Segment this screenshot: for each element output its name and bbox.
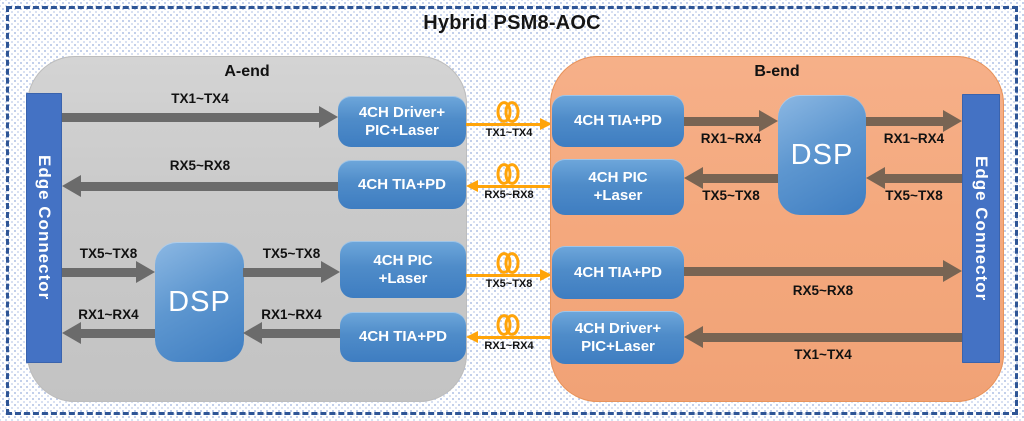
b-dsp-label: DSP <box>790 138 854 171</box>
a-tx5-tx8-in-arrow <box>62 261 155 283</box>
a-tia-bottom-label: 4CH TIA+PD <box>359 328 447 345</box>
a-end-label: A-end <box>224 63 270 80</box>
b-rx5-rx8-label: RX5~RX8 <box>792 283 854 298</box>
fiber-rx1-rx4-label: RX1~RX4 <box>484 340 534 352</box>
a-driver-pic-laser-block: 4CH Driver+ PIC+Laser <box>338 96 466 147</box>
b-dsp-block: DSP <box>778 95 866 215</box>
fiber-coil-icon <box>496 252 520 274</box>
b-tia-pd-top-block: 4CH TIA+PD <box>552 95 684 147</box>
a-tx5-tx8-out-label: TX5~TX8 <box>262 246 321 261</box>
b-pic-laser-block: 4CH PIC +Laser <box>552 159 684 215</box>
b-tx5-tx8-in-label: TX5~TX8 <box>885 188 943 203</box>
b-pic-line2: +Laser <box>593 187 643 204</box>
a-pic-line2: +Laser <box>378 269 428 287</box>
b-tx5-tx8-out-arrow <box>684 167 778 189</box>
b-tia-bottom-label: 4CH TIA+PD <box>574 263 662 281</box>
a-edge-connector-label: Edge Connector <box>35 155 54 301</box>
fiber-rx5-rx8-label: RX5~RX8 <box>484 189 534 201</box>
b-rx1-rx4-out-label: RX1~RX4 <box>883 131 945 146</box>
b-tia-pd-bottom-block: 4CH TIA+PD <box>552 246 684 299</box>
fiber-coil-icon <box>496 101 520 123</box>
a-rx1-rx4-in-arrow <box>243 322 340 344</box>
a-dsp-block: DSP <box>155 242 244 362</box>
fiber-rx1-rx4-arrow <box>466 330 552 344</box>
fiber-tx5-tx8-label: TX5~TX8 <box>485 278 533 290</box>
b-tx1-tx4-arrow <box>684 326 962 348</box>
b-driver-line2: PIC+Laser <box>581 337 655 355</box>
a-tia-top-label: 4CH TIA+PD <box>358 175 446 193</box>
a-rx1-rx4-out-label: RX1~RX4 <box>78 307 139 322</box>
b-rx1-rx4-in-label: RX1~RX4 <box>700 131 762 146</box>
b-edge-connector-label: Edge Connector <box>972 155 991 302</box>
b-rx5-rx8-arrow <box>684 260 962 282</box>
fiber-rx5-rx8-arrow <box>466 179 552 193</box>
b-rx1-rx4-out-arrow <box>866 110 962 132</box>
a-rx1-rx4-out-arrow <box>62 322 155 344</box>
fiber-coil-icon <box>496 314 520 336</box>
a-tx5-tx8-out-arrow <box>243 261 340 283</box>
fiber-coil-icon <box>496 163 520 185</box>
diagram-title: Hybrid PSM8-AOC <box>423 12 601 34</box>
a-tia-pd-bottom-block: 4CH TIA+PD <box>340 312 466 362</box>
a-pic-laser-block: 4CH PIC +Laser <box>340 241 466 298</box>
b-driver-pic-laser-block: 4CH Driver+ PIC+Laser <box>552 311 684 364</box>
fiber-tx5-tx8-arrow <box>466 268 552 282</box>
a-rx5-rx8-label: RX5~RX8 <box>169 158 231 173</box>
b-tx5-tx8-in-arrow <box>866 167 962 189</box>
a-tx1-tx4-label: TX1~TX4 <box>171 91 229 106</box>
a-dsp-label: DSP <box>168 285 231 318</box>
a-tx1-tx4-arrow <box>62 106 338 128</box>
b-rx1-rx4-in-arrow <box>684 110 778 132</box>
a-tx5-tx8-in-label: TX5~TX8 <box>79 246 138 261</box>
a-rx5-rx8-arrow <box>62 175 338 197</box>
b-edge-connector: Edge Connector <box>962 94 1000 363</box>
b-pic-line1: 4CH PIC <box>588 169 648 186</box>
fiber-tx1-tx4-arrow <box>466 117 552 131</box>
b-driver-line1: 4CH Driver+ <box>574 319 662 337</box>
b-end-label: B-end <box>754 63 800 80</box>
a-driver-line2: PIC+Laser <box>365 121 439 139</box>
a-pic-line1: 4CH PIC <box>373 251 433 269</box>
a-rx1-rx4-in-label: RX1~RX4 <box>261 307 322 322</box>
b-tx5-tx8-out-label: TX5~TX8 <box>702 188 760 203</box>
b-tia-top-label: 4CH TIA+PD <box>574 112 662 129</box>
fiber-tx1-tx4-label: TX1~TX4 <box>485 127 533 139</box>
b-tx1-tx4-label: TX1~TX4 <box>794 347 852 362</box>
a-driver-line1: 4CH Driver+ <box>358 103 446 121</box>
a-edge-connector: Edge Connector <box>26 93 62 363</box>
a-tia-pd-top-block: 4CH TIA+PD <box>338 160 466 209</box>
